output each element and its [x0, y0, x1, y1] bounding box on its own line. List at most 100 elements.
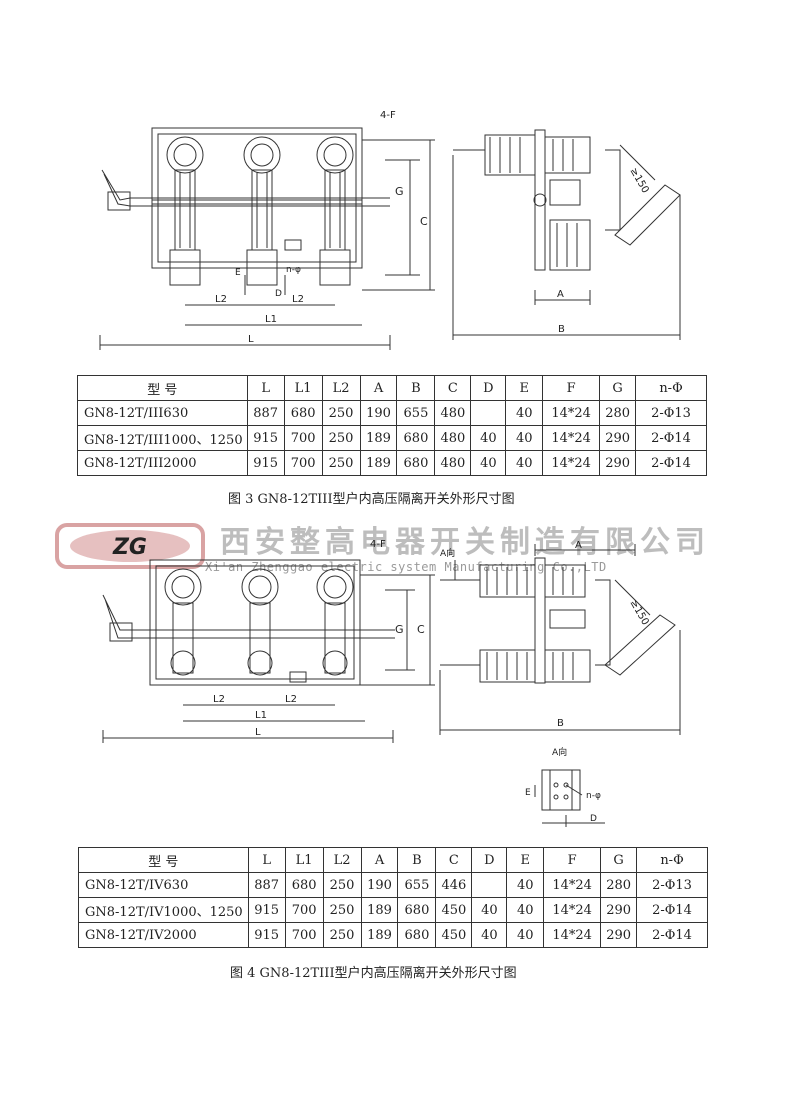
table-cell: 40 [505, 450, 544, 476]
label-l2-right: L2 [292, 294, 304, 305]
table-cell: 40 [505, 425, 544, 451]
table-cell [471, 872, 508, 898]
table-cell: 250 [322, 872, 362, 898]
figure3-caption: 图 3 GN8-12TIII型户内高压隔离开关外形尺寸图 [228, 492, 515, 507]
table-cell: 40 [470, 425, 507, 451]
table-cell: 450 [435, 897, 473, 923]
table-cell: 14*24 [543, 897, 602, 923]
table-cell: 680 [283, 400, 323, 426]
table-cell: 290 [599, 425, 637, 451]
table-cell: 40 [505, 400, 544, 426]
table-cell: 680 [396, 450, 436, 476]
label-l1: L1 [265, 314, 277, 325]
label-l: L [248, 334, 254, 345]
label-c: C [420, 215, 428, 228]
table-cell: 680 [397, 922, 437, 948]
table-cell: 446 [435, 872, 473, 898]
table-row: GN8-12T/III1000、1250 915 700 250 189 680… [77, 425, 707, 451]
label-l2-left: L2 [215, 294, 227, 305]
header-cell: F [543, 847, 602, 873]
table-cell: 40 [470, 450, 507, 476]
header-cell: D [470, 375, 507, 401]
table-cell: 2-Φ13 [636, 872, 708, 898]
table-cell: 189 [359, 425, 398, 451]
table-cell: 290 [600, 922, 638, 948]
figure4-caption: 图 4 GN8-12TIII型户内高压隔离开关外形尺寸图 [230, 966, 517, 981]
spec-table-4: 型 号 L L1 L2 A B C D E F G n-Φ GN8-12T/IV… [78, 847, 708, 948]
table-cell: 190 [359, 400, 398, 426]
table-cell: 450 [435, 922, 473, 948]
header-cell: L [247, 847, 286, 873]
header-cell: G [599, 375, 637, 401]
label-c: C [417, 623, 425, 636]
table-cell: 189 [360, 922, 399, 948]
label-g: G [395, 623, 404, 636]
a-view-detail: A向 E n-φ D [520, 745, 630, 830]
label-ge150: ≥150 [627, 166, 650, 195]
table-cell: 290 [599, 450, 637, 476]
label-4f: 4-F [380, 110, 396, 121]
table-cell: 14*24 [543, 872, 602, 898]
header-cell: E [506, 847, 545, 873]
label-nphi: n-φ [586, 791, 601, 801]
label-b: B [558, 324, 565, 335]
label-a: A [557, 289, 564, 300]
table-cell: 40 [471, 897, 508, 923]
label-l: L [255, 727, 261, 738]
model-cell: GN8-12T/IV1000、1250 [78, 897, 249, 923]
table-header-row: 型 号 L L1 L2 A B C D E F G n-Φ [77, 375, 707, 401]
table-cell: 680 [284, 872, 324, 898]
table-row: GN8-12T/III630 887 680 250 190 655 480 4… [77, 400, 707, 426]
table-cell: 480 [434, 425, 472, 451]
header-cell: n-Φ [635, 375, 707, 401]
label-d: D [590, 814, 597, 824]
label-d: D [275, 289, 282, 299]
table-cell: 2-Φ13 [635, 400, 707, 426]
table-cell: 915 [246, 450, 285, 476]
label-a: A [575, 540, 582, 551]
a-view-title: A向 [552, 746, 567, 758]
table-cell: 250 [321, 400, 361, 426]
table-cell: 40 [506, 897, 545, 923]
model-cell: GN8-12T/IV2000 [78, 922, 249, 948]
label-a-view: A向 [440, 547, 455, 559]
table-cell: 2-Φ14 [636, 897, 708, 923]
model-cell: GN8-12T/III630 [77, 400, 248, 426]
header-cell: L1 [284, 847, 324, 873]
model-cell: GN8-12T/IV630 [78, 872, 249, 898]
zg-logo-icon: ZG [55, 523, 205, 569]
table-cell: 14*24 [542, 450, 601, 476]
spec-table-3: 型 号 L L1 L2 A B C D E F G n-Φ GN8-12T/II… [77, 375, 707, 476]
label-e: E [235, 268, 241, 278]
table-cell: 915 [246, 425, 285, 451]
label-4f: 4-F [370, 539, 386, 550]
header-cell: B [397, 847, 437, 873]
figure4-front-view: 4-F G C L2 L2 L1 L [95, 535, 440, 745]
watermark-company-cn: 西安整高电器开关制造有限公司 [220, 525, 710, 560]
table-cell: 915 [247, 897, 286, 923]
table-cell: 2-Φ14 [636, 922, 708, 948]
figure3-front-view: 4-F G C E n-φ D L2 L2 L1 L [90, 100, 440, 360]
table-cell: 290 [600, 897, 638, 923]
table-cell: 887 [247, 872, 286, 898]
table-row: GN8-12T/III2000 915 700 250 189 680 480 … [77, 450, 707, 476]
table-cell: 40 [506, 872, 545, 898]
label-l2-left: L2 [213, 694, 225, 705]
table-cell: 480 [434, 450, 472, 476]
svg-text:ZG: ZG [112, 535, 147, 560]
table-cell: 250 [321, 425, 361, 451]
label-e: E [525, 788, 531, 798]
label-nphi: n-φ [286, 265, 301, 275]
table-cell: 40 [471, 922, 508, 948]
table-cell: 655 [397, 872, 437, 898]
table-row: GN8-12T/IV2000 915 700 250 189 680 450 4… [78, 922, 708, 948]
label-l2-right: L2 [285, 694, 297, 705]
header-cell: C [435, 847, 473, 873]
header-cell: E [505, 375, 544, 401]
table-cell: 250 [321, 450, 361, 476]
header-cell: A [360, 847, 399, 873]
header-cell: L1 [283, 375, 323, 401]
header-cell: L2 [322, 847, 362, 873]
table-cell: 14*24 [542, 425, 601, 451]
table-cell: 250 [322, 922, 362, 948]
